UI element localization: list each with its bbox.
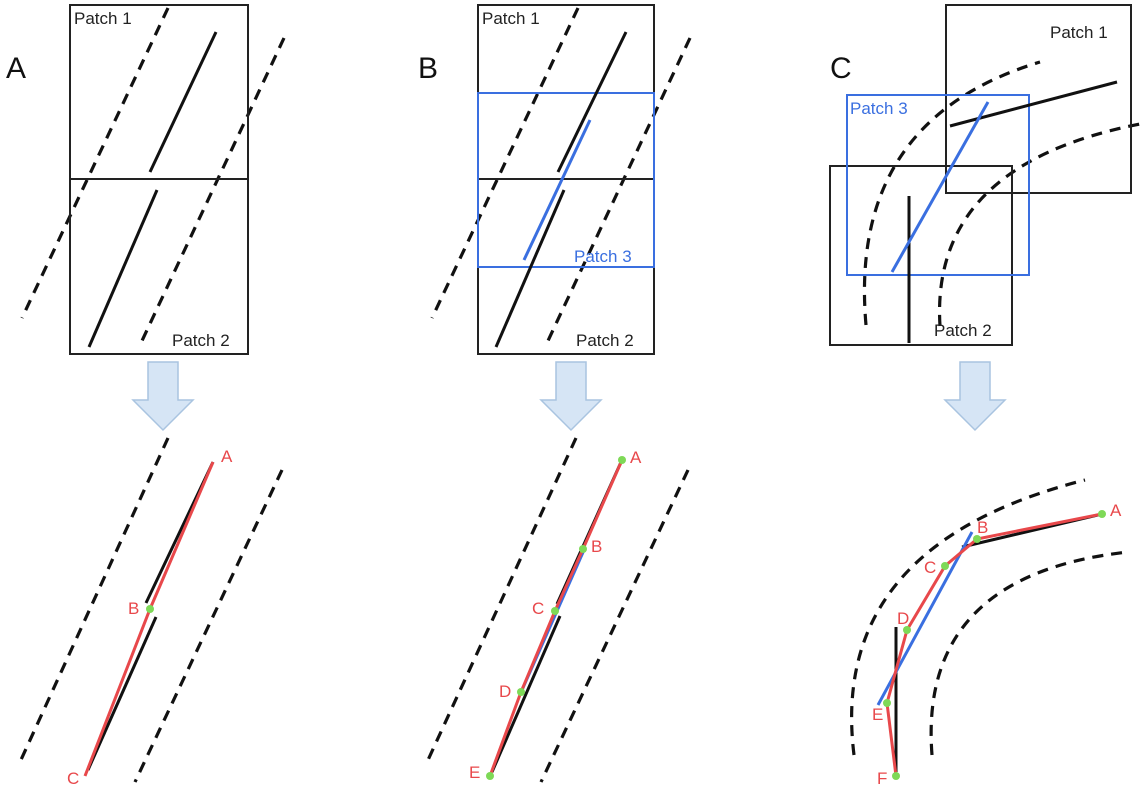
point-c-marker — [941, 562, 949, 570]
patch-2-box — [69, 178, 249, 355]
point-a-label: A — [1110, 501, 1122, 520]
segment-patch-2 — [87, 189, 159, 348]
boundary-dashed-left — [430, 7, 580, 319]
patch-3-label: Patch 3 — [850, 99, 908, 118]
point-f-marker — [892, 772, 900, 780]
patch-1-label: Patch 1 — [1050, 23, 1108, 42]
boundary-dashed-right — [539, 469, 690, 783]
patch-1-label: Patch 1 — [482, 9, 540, 28]
patch-2-box — [829, 165, 1013, 346]
point-f-label: F — [877, 769, 887, 788]
boundary-dashed-right — [138, 37, 286, 346]
fit-line — [885, 512, 1103, 777]
point-c-label: C — [532, 599, 544, 618]
patch-1-box — [945, 4, 1132, 194]
patch-1-label: Patch 1 — [74, 9, 132, 28]
segment-patch-3 — [522, 119, 592, 261]
down-arrow — [539, 361, 603, 432]
patch-3-box — [846, 94, 1030, 276]
boundary-dashed-outer — [850, 478, 1086, 756]
panel-c-bottom: A B C D E F — [850, 478, 1129, 788]
panel-a-top: Patch 1 Patch 2 — [20, 4, 286, 355]
point-d-marker — [903, 626, 911, 634]
point-a-label: A — [630, 448, 642, 467]
point-e-label: E — [469, 763, 480, 782]
point-e-marker — [486, 772, 494, 780]
panel-c-letter: C — [830, 52, 852, 85]
segment-patch-2 — [494, 189, 566, 348]
fit-line — [83, 461, 215, 777]
point-c-label: C — [924, 558, 936, 577]
panel-c: C Patch 1 Patch 2 Patch 3 — [829, 4, 1141, 788]
point-d-label: D — [897, 609, 909, 628]
point-b-marker — [579, 545, 587, 553]
segment-patch-1 — [148, 31, 218, 173]
panel-b: B Patch 1 Patch 2 Patch 3 — [418, 4, 692, 783]
segment-patch-1 — [556, 31, 628, 173]
point-e-label: E — [872, 705, 883, 724]
point-c-marker — [551, 607, 559, 615]
down-arrow — [943, 361, 1007, 432]
point-e-marker — [883, 699, 891, 707]
boundary-dashed-right — [544, 37, 692, 346]
segment-patch-3 — [890, 101, 990, 273]
boundary-dashed-inner — [929, 550, 1129, 756]
panel-c-top: Patch 1 Patch 2 Patch 3 — [829, 4, 1141, 346]
panel-a: A Patch 1 Patch 2 A B C — [6, 4, 286, 788]
point-a-marker — [618, 456, 626, 464]
patch-2-label: Patch 2 — [934, 321, 992, 340]
point-b-label: B — [591, 537, 602, 556]
patch-3-box — [477, 92, 655, 268]
point-b-label: B — [128, 599, 139, 618]
point-b-label: B — [977, 518, 988, 537]
point-a-marker — [1098, 510, 1106, 518]
boundary-dashed-left — [20, 7, 170, 319]
segment-2 — [86, 616, 158, 771]
boundary-dashed-left — [18, 437, 170, 763]
point-d-label: D — [499, 682, 511, 701]
panel-b-top: Patch 1 Patch 2 Patch 3 — [430, 4, 692, 355]
panel-a-bottom: A B C — [18, 437, 284, 788]
point-a-label: A — [221, 447, 233, 466]
boundary-dashed-inner — [937, 122, 1141, 327]
boundary-dashed-left — [426, 437, 578, 761]
patch-2-label: Patch 2 — [172, 331, 230, 350]
panel-b-letter: B — [418, 52, 438, 85]
boundary-dashed-right — [133, 469, 284, 783]
panel-a-letter: A — [6, 52, 26, 85]
point-b-marker — [146, 605, 154, 613]
down-arrow — [131, 361, 195, 432]
panel-b-bottom: A B C D E — [426, 437, 690, 783]
boundary-dashed-outer — [862, 60, 1041, 326]
patch-3-label: Patch 3 — [574, 247, 632, 266]
segment-2 — [490, 615, 562, 773]
point-d-marker — [517, 688, 525, 696]
point-c-label: C — [67, 769, 79, 788]
patch-2-label: Patch 2 — [576, 331, 634, 350]
point-b-marker — [973, 535, 981, 543]
